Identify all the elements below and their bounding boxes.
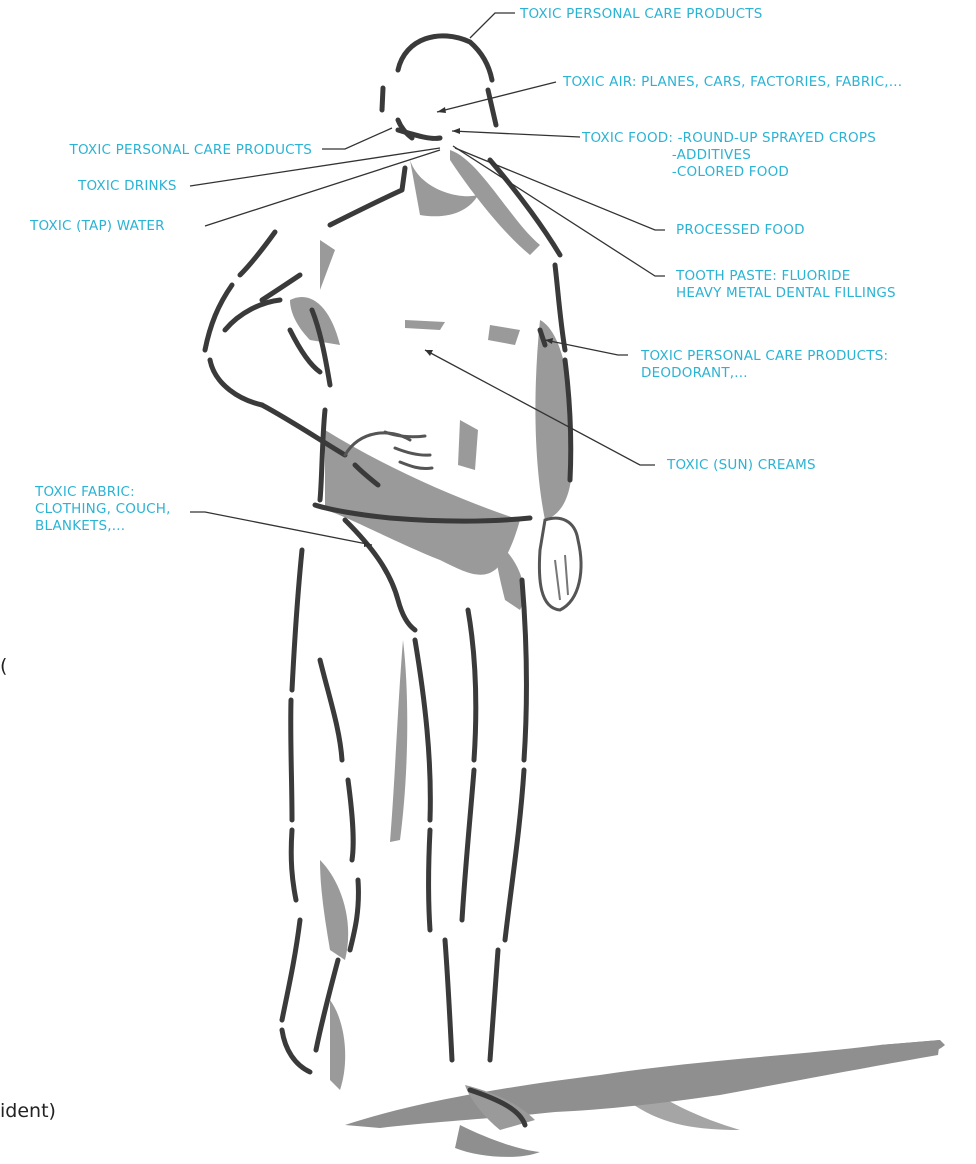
label-personal-care-left: TOXIC PERSONAL CARE PRODUCTS — [18, 142, 312, 159]
label-air: TOXIC AIR: PLANES, CARS, FACTORIES, FABR… — [563, 74, 902, 91]
label-tap-water: TOXIC (TAP) WATER — [30, 218, 165, 235]
leader-personal-care-top — [470, 13, 515, 38]
label-sun-creams: TOXIC (SUN) CREAMS — [667, 457, 816, 474]
cut-off-text: ident) — [0, 1100, 56, 1122]
label-fabric: TOXIC FABRIC: CLOTHING, COUCH, BLANKETS,… — [35, 484, 171, 535]
right-hand — [539, 518, 581, 610]
cut-off-bracket: ( — [0, 655, 7, 677]
leader-food — [452, 131, 580, 137]
label-drinks: TOXIC DRINKS — [78, 178, 177, 195]
label-tooth-paste: TOOTH PASTE: FLUORIDE HEAVY METAL DENTAL… — [676, 268, 896, 302]
leader-lines — [190, 13, 665, 545]
ground-shadow — [345, 1040, 945, 1157]
label-food: TOXIC FOOD: -ROUND-UP SPRAYED CROPS -ADD… — [582, 130, 876, 181]
leader-personal-care-left — [322, 128, 392, 149]
label-personal-care-deodorant: TOXIC PERSONAL CARE PRODUCTS: DEODORANT,… — [641, 348, 888, 382]
label-processed-food: PROCESSED FOOD — [676, 222, 805, 239]
leader-air — [437, 82, 556, 112]
label-personal-care-top: TOXIC PERSONAL CARE PRODUCTS — [520, 6, 762, 23]
